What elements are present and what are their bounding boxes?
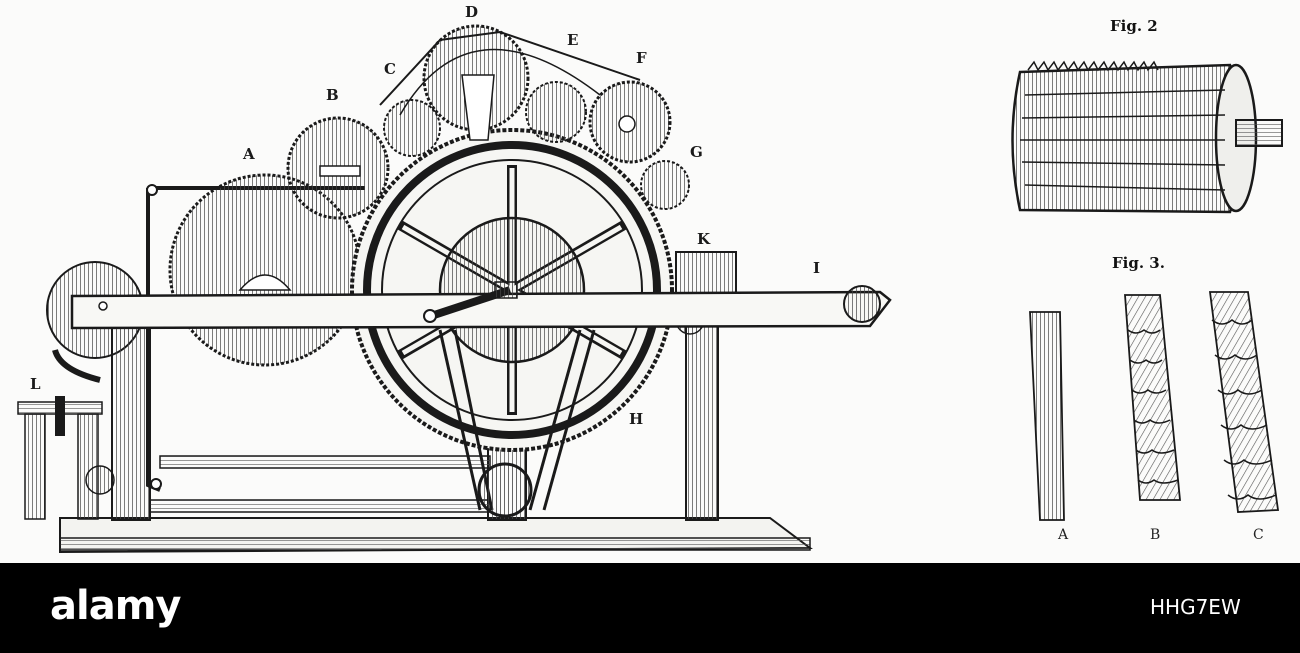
label-A: A [243,145,255,163]
label-L: L [30,375,41,393]
fig2-title: Fig. 2 [1110,17,1158,35]
fig3-fibre-c [1208,291,1280,513]
machine-base [59,517,813,554]
horizontal-beam [70,281,892,330]
label-G: G [690,143,703,161]
fig3-title: Fig. 3. [1112,254,1165,272]
worker-rollers [379,24,690,210]
fig3-fibre-b [1124,294,1181,501]
fig2-card-roller [1011,60,1283,214]
fig3-label-B: B [1150,527,1161,543]
fig3-fibre-a [1029,311,1065,521]
label-D: D [465,3,479,21]
label-K: K [697,230,711,248]
fig3-label-C: C [1253,527,1264,543]
engraving-illustration: A B C D E F G H I K L Fig. 2 Fig. 3. A B… [17,3,1283,554]
carding-machine-drawing [17,24,1283,554]
alamy-logo: alamy [50,583,181,629]
label-H: H [629,410,644,428]
label-B: B [326,86,339,104]
image-code: HHG7EW [1150,595,1241,619]
label-I: I [813,259,821,277]
watermark-banner: alamy HHG7EW [0,563,1300,653]
label-E: E [567,31,579,49]
label-F: F [636,49,647,67]
drive-belts [438,329,596,518]
label-C: C [384,60,396,78]
weighting-mechanism-L [17,396,115,520]
fig3-label-A: A [1058,527,1069,543]
roller-B [286,116,390,220]
